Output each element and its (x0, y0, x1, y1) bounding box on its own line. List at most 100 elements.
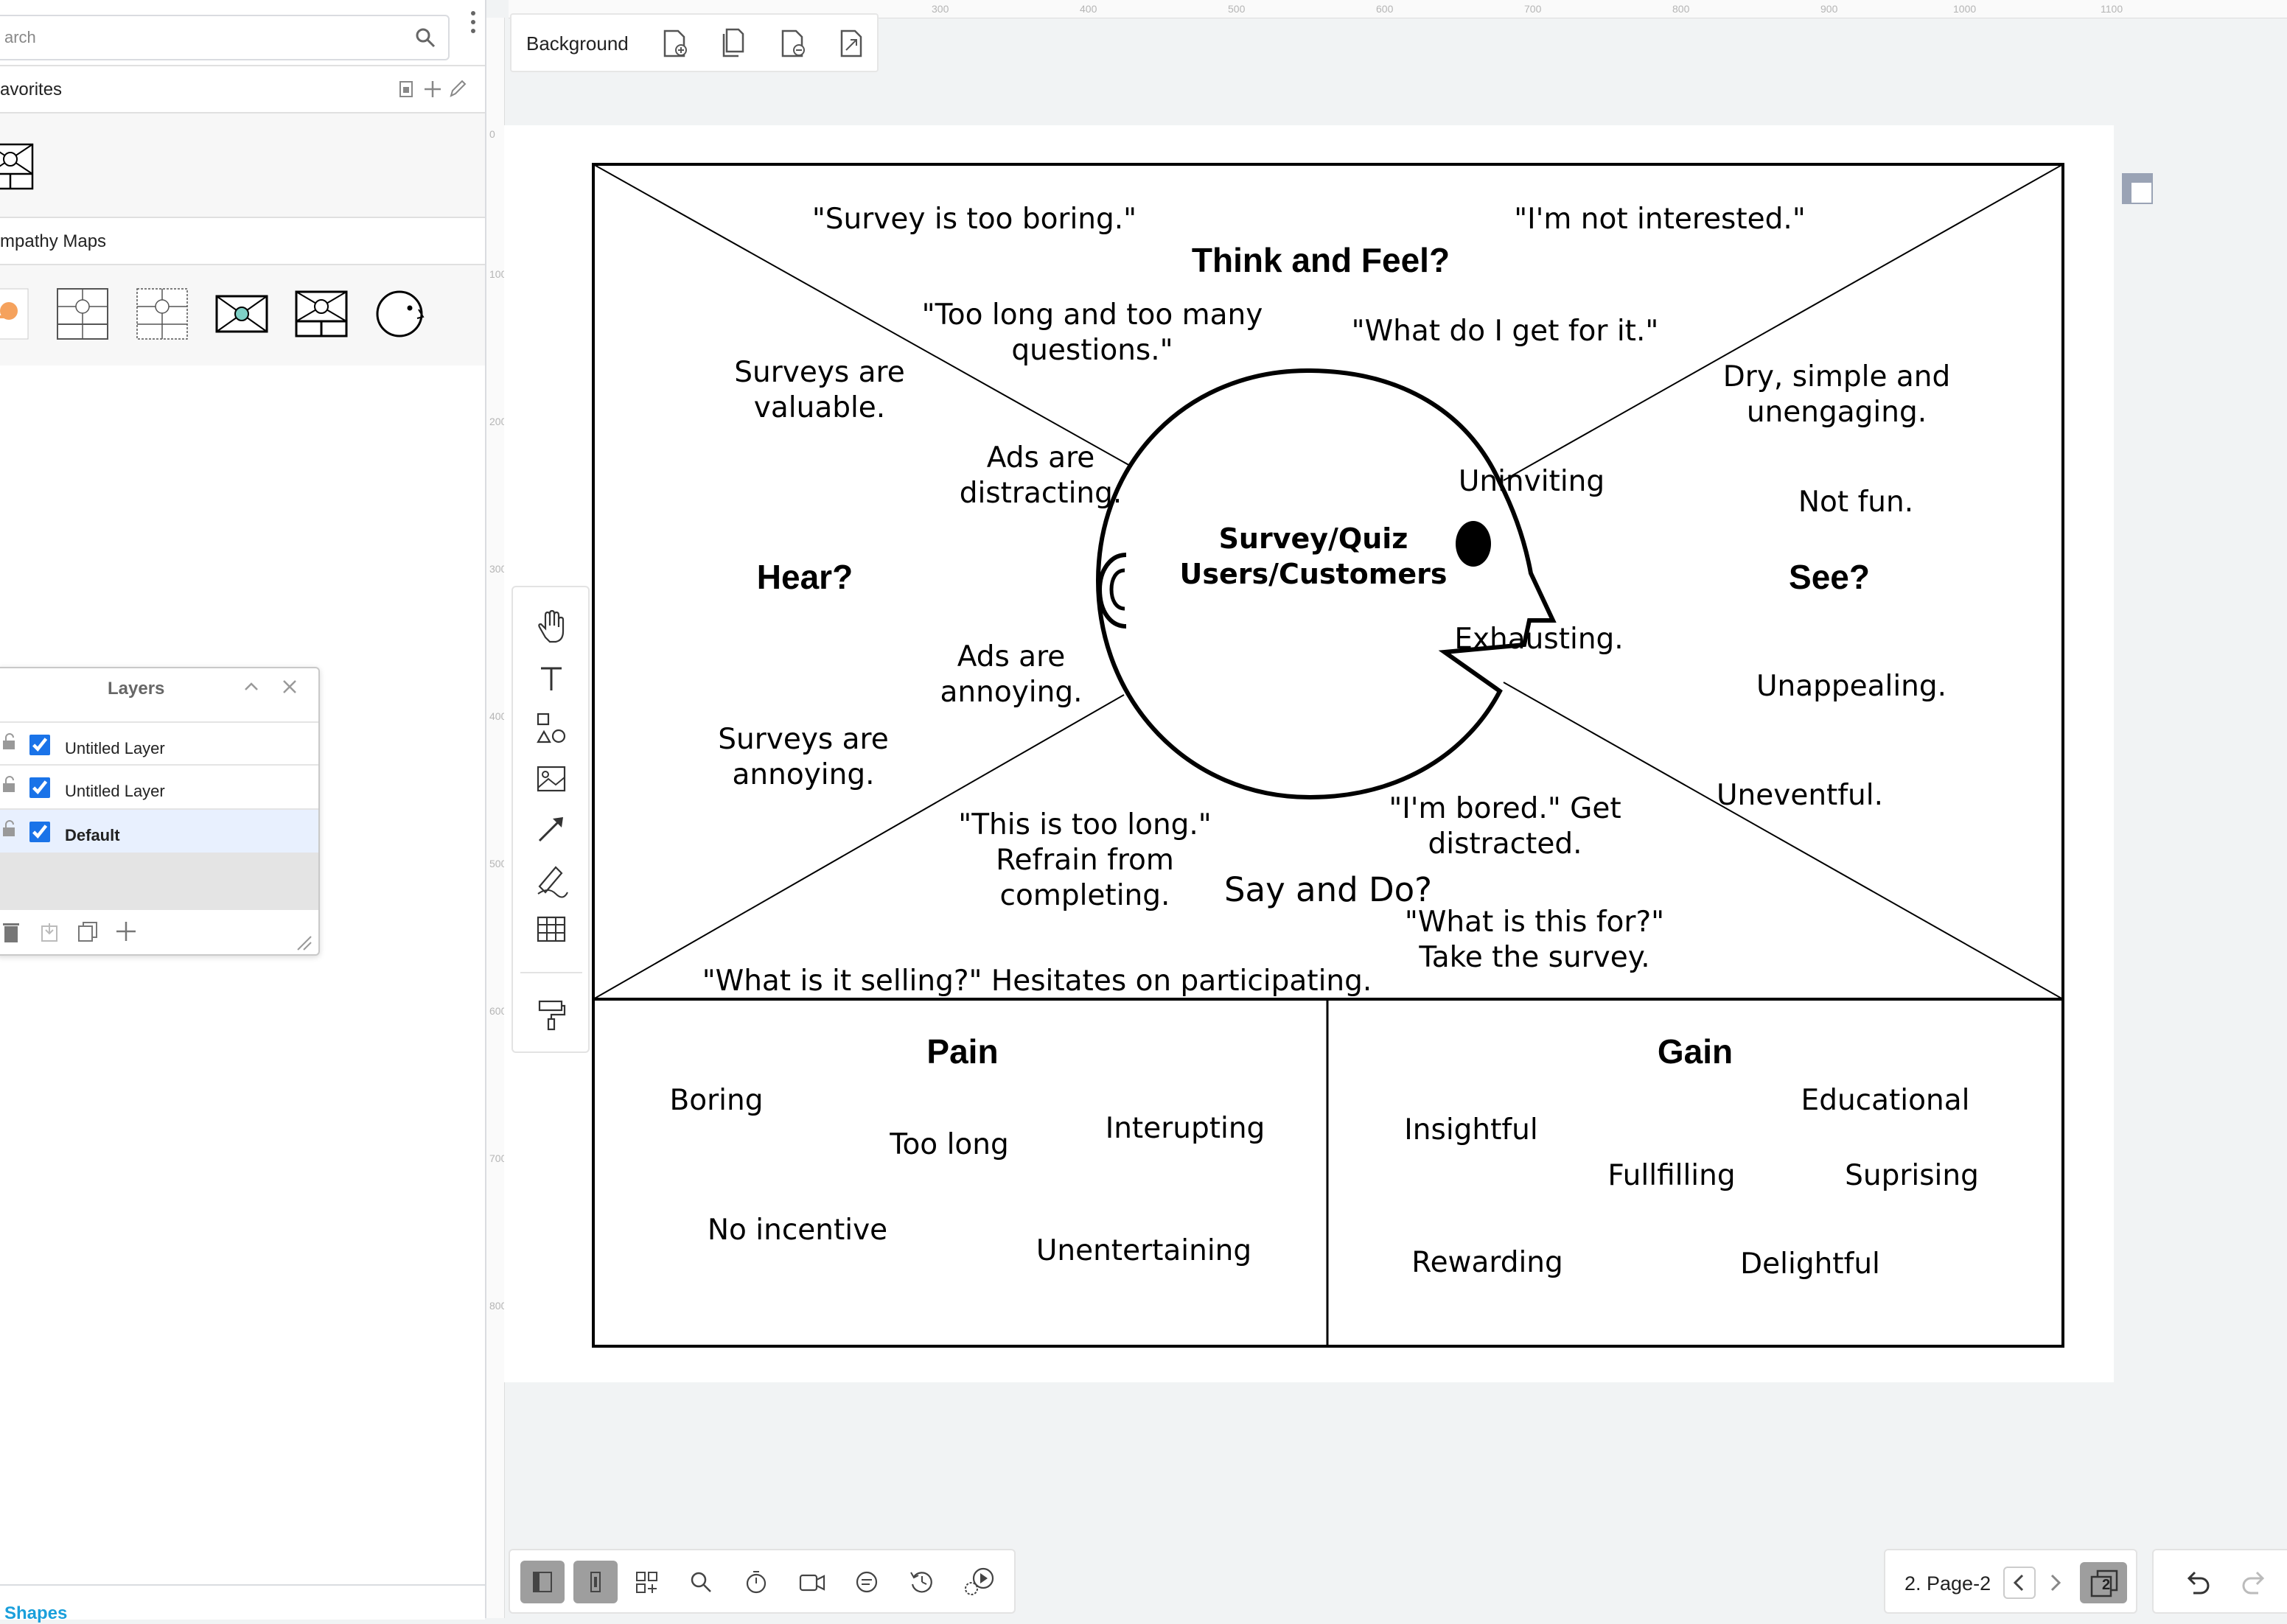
note: Uneventful. (1716, 779, 1884, 812)
add-icon[interactable] (423, 80, 442, 99)
note: Surveys are (718, 723, 889, 756)
undo-icon[interactable] (2180, 1567, 2213, 1599)
collapse-icon[interactable] (242, 677, 261, 696)
arrow-connector-icon[interactable] (529, 807, 573, 851)
more-vertical-icon[interactable] (466, 9, 481, 38)
layer-row-selected[interactable]: Default (0, 810, 318, 854)
ruler-tick: 600 (489, 1005, 507, 1017)
redo-icon[interactable] (2239, 1567, 2272, 1599)
background-button[interactable]: Background (526, 32, 629, 55)
toggle-shapes-panel-button[interactable] (520, 1561, 565, 1603)
ruler-tick: 800 (489, 1300, 507, 1312)
search-input[interactable] (0, 16, 425, 59)
toggle-format-panel-button[interactable] (573, 1561, 618, 1603)
center-label-line1: Survey/Quiz (1218, 522, 1408, 555)
ruler-tick: 0 (489, 128, 495, 140)
format-painter-icon[interactable] (529, 993, 573, 1037)
shapes-tool-icon[interactable] (529, 707, 573, 751)
unlock-icon[interactable] (1, 733, 16, 751)
empathy-map-frame (592, 163, 2064, 1348)
note: Dry, simple and (1722, 360, 1951, 393)
insert-page-icon[interactable] (657, 27, 691, 60)
note: questions." (1011, 334, 1173, 367)
gain-item: Fullfilling (1607, 1159, 1736, 1192)
video-icon[interactable] (797, 1569, 827, 1596)
more-shapes-link[interactable]: Shapes (4, 1603, 68, 1623)
head-profile-shape-thumb[interactable] (373, 286, 429, 342)
current-page-label[interactable]: 2. Page-2 (1904, 1572, 1991, 1595)
duplicate-page-icon[interactable] (716, 27, 750, 60)
ruler-tick: 300 (489, 563, 507, 575)
layer-name: Untitled Layer (65, 739, 165, 757)
note: completing. (999, 879, 1170, 912)
next-page-button[interactable] (2039, 1567, 2071, 1599)
import-icon[interactable] (398, 80, 416, 100)
empathy-x-shape-thumb[interactable] (214, 286, 270, 342)
format-panel-icon[interactable] (2120, 171, 2157, 208)
favorites-label: avorites (0, 80, 63, 99)
history-icon[interactable] (908, 1568, 935, 1596)
empathy-map[interactable]: Survey/Quiz Users/Customers Think and Fe… (591, 162, 2065, 1348)
note: "Survey is too boring." (811, 203, 1137, 236)
layer-visibility-checkbox[interactable] (29, 777, 50, 798)
text-tool-icon[interactable] (529, 657, 573, 701)
hand-pan-icon[interactable] (529, 605, 573, 649)
note: Ads are (986, 441, 1095, 475)
persona-shape-thumb[interactable] (0, 286, 31, 342)
present-play-icon[interactable] (963, 1565, 998, 1597)
layer-visibility-checkbox[interactable] (29, 735, 50, 755)
layer-row[interactable]: Untitled Layer (0, 721, 318, 766)
layer-row[interactable]: Untitled Layer (0, 766, 318, 810)
empathy-map-shape-thumb[interactable] (0, 139, 38, 195)
pain-item: No incentive (707, 1214, 888, 1247)
shape-sidebar: avorites mpathy Maps (0, 0, 486, 1623)
layers-empty-area (0, 854, 318, 910)
note: "I'm bored." Get (1389, 792, 1621, 825)
pages-button[interactable]: 2 (2080, 1562, 2127, 1603)
search-icon[interactable] (414, 27, 436, 49)
eye-shape (1456, 521, 1491, 567)
tools-toolbar (511, 586, 590, 1053)
search-box[interactable] (0, 15, 450, 60)
note: annoying. (940, 676, 1083, 709)
remove-page-icon[interactable] (775, 27, 809, 60)
note: "I'm not interested." (1514, 203, 1806, 236)
ruler-tick: 500 (1228, 3, 1246, 15)
resize-page-icon[interactable] (834, 27, 868, 60)
unlock-icon[interactable] (1, 820, 16, 838)
image-tool-icon[interactable] (529, 757, 573, 801)
add-layer-icon[interactable] (115, 920, 137, 942)
pain-heading: Pain (926, 1032, 999, 1071)
previous-page-button[interactable] (2003, 1567, 2036, 1599)
comments-icon[interactable] (853, 1569, 880, 1596)
insert-grid-icon[interactable] (634, 1569, 660, 1596)
duplicate-icon[interactable] (77, 920, 99, 942)
note: "What is it selling?" Hesitates on parti… (702, 965, 1372, 998)
empathy-map-shape-thumb-2[interactable] (293, 286, 349, 342)
unlock-icon[interactable] (1, 776, 16, 794)
table-tool-icon[interactable] (529, 907, 573, 951)
empathy-maps-section-header[interactable]: mpathy Maps (0, 217, 485, 265)
ruler-tick: 700 (1524, 3, 1542, 15)
empathy-grid-alt-shape-thumb[interactable] (134, 286, 190, 342)
ruler-tick: 200 (489, 416, 507, 427)
note: unengaging. (1746, 396, 1927, 429)
find-icon[interactable] (688, 1569, 715, 1596)
favorites-section-header[interactable]: avorites (0, 65, 485, 113)
favorites-shapes (0, 113, 485, 217)
timer-icon[interactable] (743, 1568, 769, 1596)
freehand-draw-icon[interactable] (529, 857, 573, 901)
empathy-grid-shape-thumb[interactable] (55, 286, 111, 342)
delete-trash-icon[interactable] (1, 920, 21, 944)
layer-visibility-checkbox[interactable] (29, 822, 50, 842)
note: Unappealing. (1756, 670, 1947, 703)
edit-pencil-icon[interactable] (448, 78, 467, 99)
center-label-line2: Users/Customers (1179, 558, 1448, 590)
move-selection-icon[interactable] (40, 922, 60, 942)
resize-handle-icon[interactable] (295, 934, 313, 951)
note: "What do I get for it." (1351, 315, 1659, 348)
pages-stack-icon (2090, 1569, 2118, 1597)
close-icon[interactable] (280, 677, 299, 696)
note: annoying. (732, 758, 875, 791)
think-feel-heading: Think and Feel? (1191, 241, 1450, 279)
